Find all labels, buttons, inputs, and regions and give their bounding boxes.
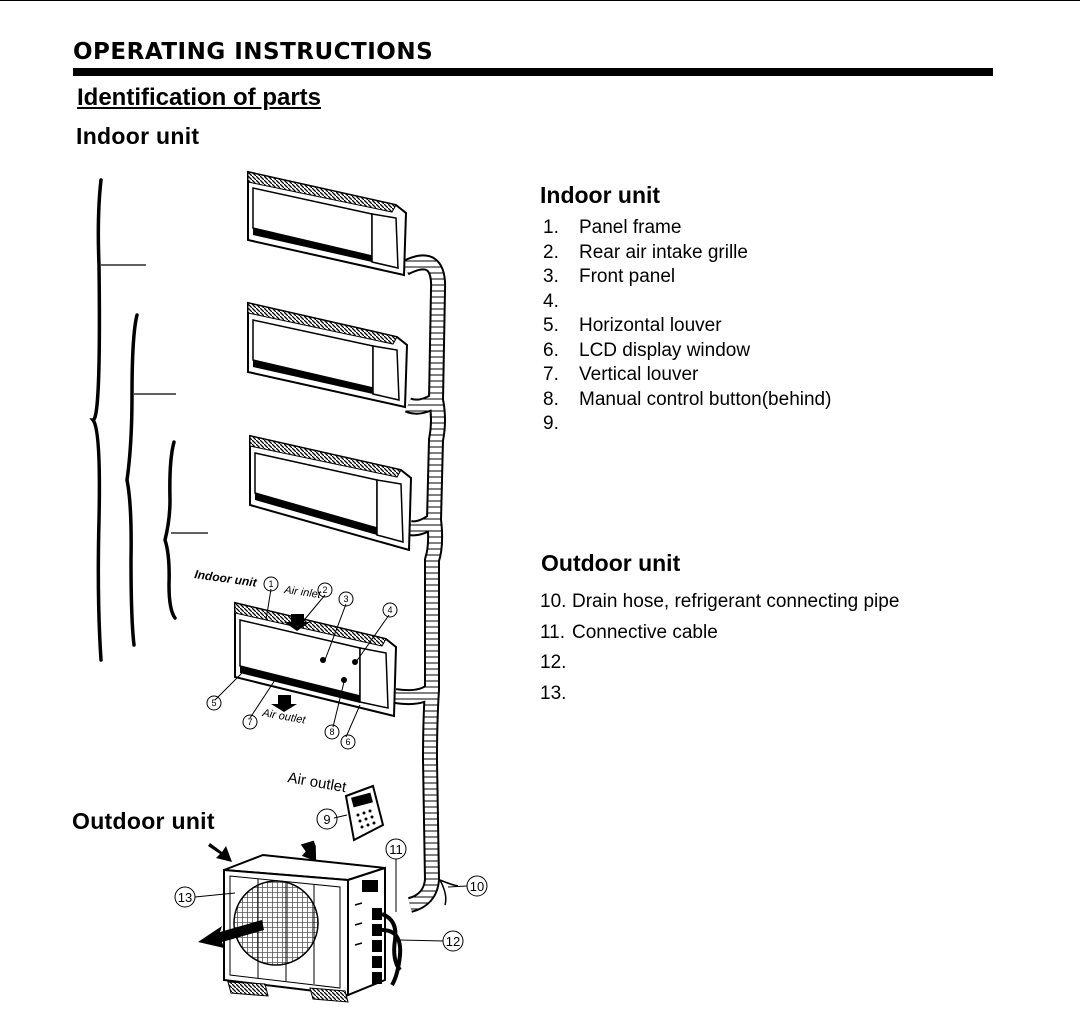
list-item-label: Manual control button(behind): [579, 388, 832, 410]
indoor-unit-top: [247, 170, 408, 277]
indoor-unit-lower: [249, 434, 413, 552]
callout-5: 5: [211, 698, 216, 708]
list-item-number: 11.: [540, 621, 566, 643]
title-rule: [73, 68, 993, 76]
callout-2: 2: [322, 585, 327, 595]
callout-7: 7: [247, 717, 252, 727]
list-item: 12.: [540, 648, 899, 679]
connecting-pipe: [393, 254, 459, 913]
list-item-number: 2.: [543, 241, 559, 263]
list-item: 7. Vertical louver: [543, 363, 831, 388]
callout-6: 6: [345, 737, 350, 747]
callout-3: 3: [343, 594, 348, 604]
list-item-number: 8.: [543, 388, 559, 410]
top-rule: [0, 0, 1080, 1]
list-item: 8. Manual control button(behind): [543, 388, 831, 413]
list-item-number: 6.: [543, 339, 559, 361]
list-item: 2. Rear air intake grille: [543, 241, 831, 266]
callout-air-outlet-remote: Air outlet: [286, 769, 348, 796]
callout-13: 13: [178, 890, 192, 905]
list-item-label: LCD display window: [579, 339, 751, 361]
list-item-number: 7.: [543, 364, 559, 385]
list-item: 10.Drain hose, refrigerant connecting pi…: [540, 587, 899, 618]
list-item-number: 1.: [543, 217, 559, 238]
callout-10: 10: [470, 879, 484, 894]
indoor-list-title: Indoor unit: [540, 182, 661, 208]
callout-air-inlet: Air inlet: [283, 584, 323, 601]
list-item-number: 10.: [540, 591, 567, 612]
callout-4: 4: [387, 605, 392, 615]
list-item: 11. Connective cable: [540, 618, 899, 649]
list-item-number: 9.: [543, 413, 559, 434]
list-item-label: Vertical louver: [579, 364, 699, 385]
indoor-unit-middle: [247, 301, 409, 409]
callout-9: 9: [323, 812, 330, 827]
remote-control: [333, 784, 385, 842]
list-item-number: 4.: [543, 290, 559, 312]
list-item: 5. Horizontal louver: [543, 314, 831, 339]
callout-air-outlet-indoor: Air outlet: [260, 707, 307, 727]
list-item-number: 5.: [543, 315, 559, 336]
page-title: OPERATING INSTRUCTIONS: [73, 39, 434, 65]
callout-indoor-unit: Indoor unit: [194, 567, 259, 590]
list-item: 1. Panel frame: [543, 216, 831, 241]
list-item-number: 12.: [540, 652, 567, 673]
outdoor-list-title: Outdoor unit: [541, 550, 681, 576]
outdoor-air-arrows: [198, 840, 317, 948]
callout-11: 11: [389, 842, 403, 857]
list-item: 6. LCD display window: [543, 339, 831, 364]
list-item-label: Panel frame: [579, 217, 682, 238]
list-item-label: Connective cable: [572, 621, 718, 643]
list-item: 9.: [543, 412, 831, 437]
list-item-label: Front panel: [579, 266, 676, 287]
outdoor-parts-list: 10.Drain hose, refrigerant connecting pi…: [540, 587, 899, 709]
section-title: Identification of parts: [77, 84, 322, 111]
list-item: 3. Front panel: [543, 265, 831, 290]
outdoor-unit: [223, 853, 403, 1003]
figure-outdoor-label: Outdoor unit: [72, 808, 215, 834]
list-item-label: Horizontal louver: [579, 315, 722, 336]
list-item-number: 13.: [540, 682, 567, 704]
indoor-parts-list: 1. Panel frame 2. Rear air intake grille 3…: [543, 216, 831, 437]
callout-12: 12: [446, 934, 460, 949]
figure-indoor-label: Indoor unit: [76, 123, 200, 149]
list-item-label: Drain hose, refrigerant connecting pipe: [572, 591, 900, 612]
callout-8: 8: [329, 727, 334, 737]
list-item: 13.: [540, 679, 899, 710]
list-item-number: 3.: [543, 266, 559, 287]
callout-1: 1: [268, 579, 273, 589]
list-item-label: Rear air intake grille: [579, 241, 748, 263]
brace-group: [89, 178, 177, 662]
list-item: 4.: [543, 290, 831, 315]
indoor-unit-detail: [234, 601, 398, 718]
